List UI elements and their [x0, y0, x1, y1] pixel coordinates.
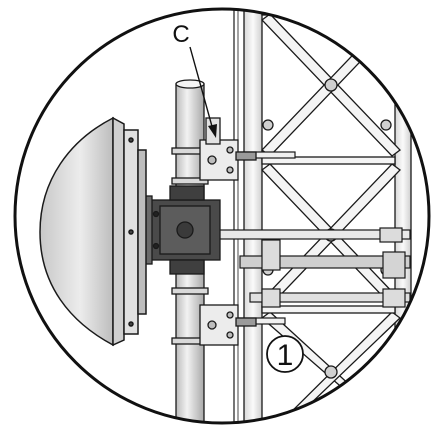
callout-c-label: C	[172, 21, 189, 48]
part-number-callout: 1	[266, 335, 304, 373]
part-number-circle	[266, 335, 304, 373]
antenna-radome	[39, 116, 147, 347]
tower-leg-left	[243, 9, 263, 423]
strut-lower	[249, 292, 411, 303]
callout-c-leader	[189, 46, 214, 131]
lower-clamp-bracket	[199, 304, 257, 346]
callout-c: C	[172, 21, 217, 138]
upper-clamp-bracket	[199, 117, 257, 181]
strut-middle	[239, 255, 411, 269]
tower-leg-right	[394, 9, 412, 423]
callout-c-arrowhead	[208, 124, 217, 138]
magnifier-outline	[13, 7, 431, 425]
antenna-mount-assembly	[141, 185, 221, 275]
part-number-label: 1	[277, 339, 294, 372]
